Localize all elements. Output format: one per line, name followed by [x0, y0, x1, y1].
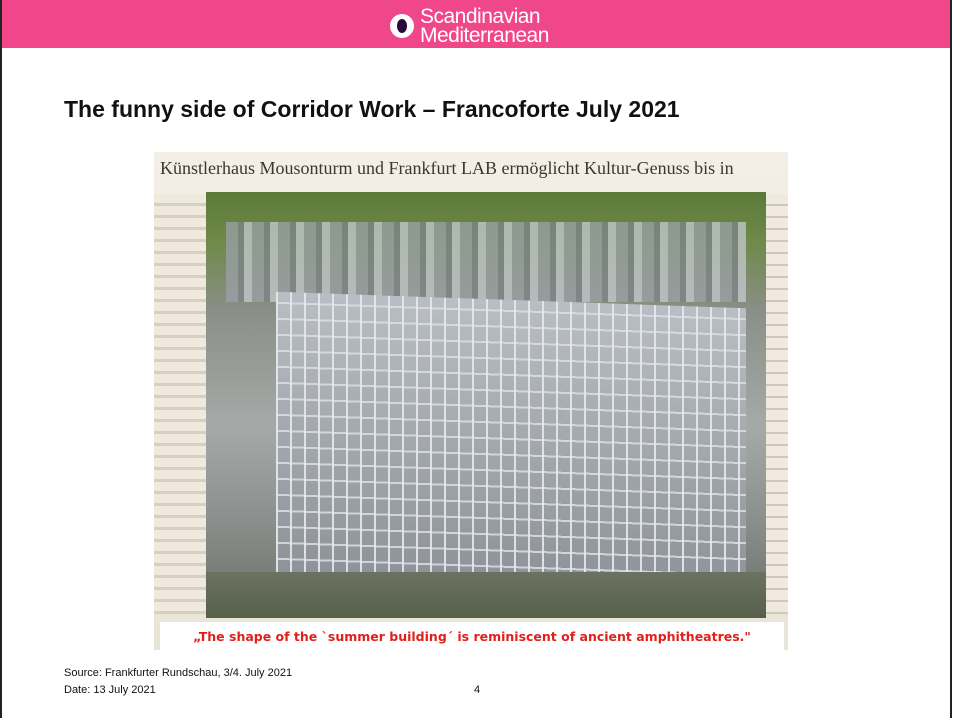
- logo-line-1: Scandinavian: [420, 5, 541, 28]
- newspaper-photo: Künstlerhaus Mousonturm und Frankfurt LA…: [154, 152, 788, 650]
- ground-area: [206, 572, 766, 618]
- photo-caption: „The shape of the `summer building´ is r…: [193, 628, 751, 644]
- parking-lot: [226, 222, 746, 302]
- logo-compass-icon: [390, 14, 414, 38]
- logo: Scandinavian Mediterranean: [390, 4, 549, 48]
- photo-caption-bar: „The shape of the `summer building´ is r…: [160, 622, 784, 650]
- newspaper-text-column-left: [154, 194, 206, 614]
- scaffold-building-image: [206, 192, 766, 618]
- logo-line-2: Mediterranean: [420, 24, 549, 47]
- newspaper-text-column-right: [766, 194, 788, 614]
- header-band: Scandinavian Mediterranean: [2, 0, 950, 48]
- page-number: 4: [474, 684, 481, 696]
- slide-title: The funny side of Corridor Work – Franco…: [64, 96, 680, 122]
- date-note: Date: 13 July 2021: [64, 684, 156, 696]
- newspaper-headline: Künstlerhaus Mousonturm und Frankfurt LA…: [160, 158, 734, 178]
- logo-wordmark: Scandinavian Mediterranean: [420, 5, 549, 47]
- scaffold-structure: [276, 291, 746, 609]
- source-note: Source: Frankfurter Rundschau, 3/4. July…: [64, 667, 293, 679]
